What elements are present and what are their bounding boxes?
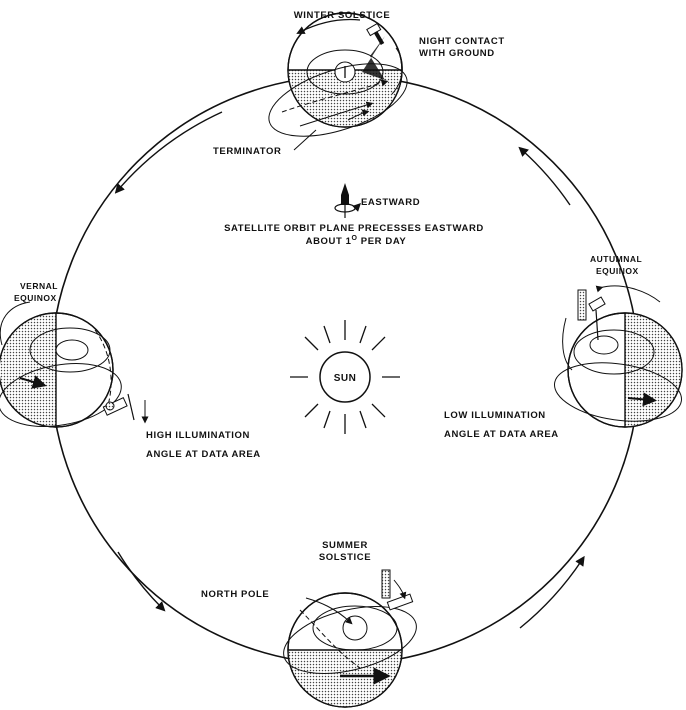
leader-lines [293, 129, 353, 625]
earth-vernal-equinox [0, 301, 149, 428]
arrow-autumnal-to-winter [518, 146, 571, 206]
eastward-precession-icon [334, 183, 361, 218]
orbit-direction-arrows [114, 111, 585, 629]
label-summer-line2: SOLSTICE [319, 552, 371, 563]
arrow-summer-to-autumnal [519, 555, 585, 629]
label-summer-line1: SUMMER [322, 540, 368, 551]
sun-rays [290, 320, 400, 434]
label-autumnal-line1: AUTUMNAL [590, 254, 642, 264]
earth-summer-solstice [283, 569, 417, 708]
label-precess-line2: ABOUT 1O PER DAY [306, 235, 407, 247]
arrow-winter-to-vernal [114, 111, 223, 194]
label-winter-solstice: WINTER SOLSTICE [294, 10, 391, 21]
label-low-illum-line1: LOW ILLUMINATION [444, 410, 546, 421]
label-high-illum-line1: HIGH ILLUMINATION [146, 430, 250, 441]
arrow-vernal-to-summer [117, 551, 166, 612]
label-eastward: EASTWARD [361, 197, 420, 208]
label-precess-line1: SATELLITE ORBIT PLANE PRECESSES EASTWARD [224, 223, 484, 234]
label-night-contact-line1: NIGHT CONTACT [419, 36, 505, 47]
label-high-illum-line2: ANGLE AT DATA AREA [146, 449, 261, 460]
label-night-contact-line2: WITH GROUND [419, 48, 495, 59]
label-north-pole: NORTH POLE [201, 589, 269, 600]
label-vernal-line2: EQUINOX [14, 293, 57, 303]
label-terminator: TERMINATOR [213, 146, 281, 157]
label-sun: SUN [334, 373, 357, 384]
label-low-illum-line2: ANGLE AT DATA AREA [444, 429, 559, 440]
earth-autumnal-equinox [554, 285, 683, 428]
sun-symbol [290, 320, 400, 434]
label-autumnal-line2: EQUINOX [596, 266, 639, 276]
label-vernal-line1: VERNAL [20, 281, 58, 291]
